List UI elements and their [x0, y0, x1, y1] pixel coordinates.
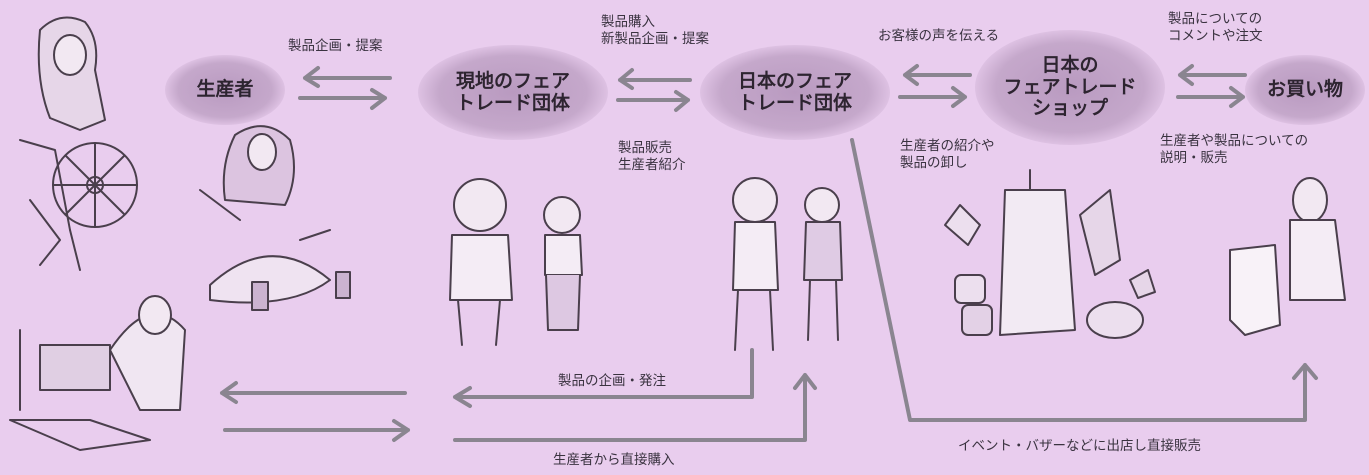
japan-org-people-illustration	[732, 177, 843, 351]
arrow-pair-bottom-left	[220, 381, 410, 442]
local-org-people-illustration	[449, 178, 583, 346]
label-producer-intro-wholesale: 生産者の紹介や 製品の卸し	[900, 138, 995, 171]
label-direct-purchase: 生産者から直接購入	[553, 452, 675, 468]
arrow-pair-japan-shop	[898, 64, 972, 108]
customer-illustration	[1229, 177, 1346, 336]
label-event-direct-sales: イベント・バザーなどに出店し直接販売	[958, 438, 1201, 454]
label-convey-customer-voice: お客様の声を伝える	[878, 28, 1000, 44]
arrow-planning-order	[453, 348, 754, 408]
sewing-machine-illustration	[9, 295, 186, 451]
node-local-fairtrade-org: 現地のフェア トレード団体	[418, 45, 608, 140]
arrow-pair-local-japan	[616, 68, 692, 112]
label-sales-producer-intro: 製品販売 生産者紹介	[618, 140, 686, 173]
spinning-woman-illustration	[19, 16, 138, 271]
arrow-pair-shop-customer	[1176, 64, 1247, 108]
node-japan-fairtrade-shop: 日本の フェアトレード ショップ	[975, 30, 1165, 145]
node-customer: お買い物	[1245, 55, 1365, 125]
label-purchase-new-product: 製品購入 新製品企画・提案	[601, 14, 709, 47]
node-producer: 生産者	[165, 55, 285, 125]
arrow-direct-purchase	[453, 373, 817, 442]
arrow-event-direct-sales	[850, 138, 1318, 422]
label-comments-orders: 製品についての コメントや注文	[1168, 11, 1263, 44]
label-explanation-sales: 生産者や製品についての 説明・販売	[1160, 133, 1309, 166]
shop-products-illustration	[944, 169, 1156, 339]
arrow-pair-producer-local	[298, 66, 392, 110]
sewing-woman-illustration	[199, 125, 351, 311]
node-japan-fairtrade-org: 日本のフェア トレード団体	[700, 45, 890, 140]
label-product-planning-proposal: 製品企画・提案	[288, 38, 383, 54]
label-planning-order: 製品の企画・発注	[558, 373, 666, 389]
